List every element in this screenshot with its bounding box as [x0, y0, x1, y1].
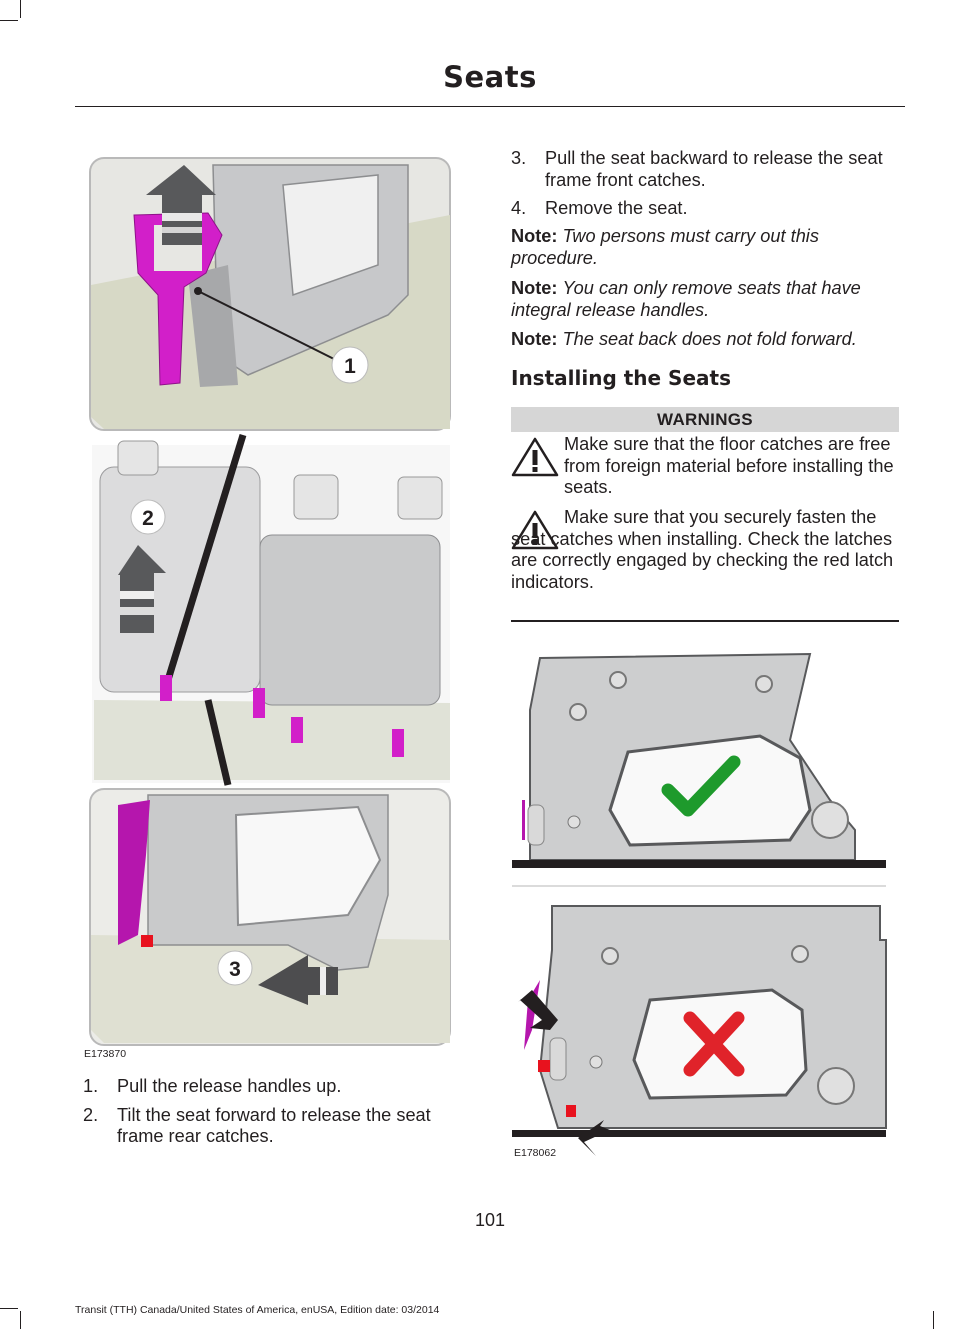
- section-heading: Installing the Seats: [511, 366, 731, 390]
- note-label: Note:: [511, 226, 558, 246]
- step-number: 3.: [511, 148, 527, 168]
- warning-text: Make sure that the floor catches are fre…: [564, 434, 894, 497]
- note-text: Two persons must carry out this procedur…: [511, 226, 819, 268]
- figure-code: E173870: [84, 1048, 127, 1060]
- step-text: Pull the release handles up.: [117, 1076, 342, 1096]
- header-rule: [75, 106, 905, 107]
- warnings-rule: [511, 620, 899, 622]
- note-text: You can only remove seats that have inte…: [511, 278, 861, 320]
- callout-3: 3: [229, 958, 241, 981]
- list-item: 3. Pull the seat backward to release the…: [511, 148, 901, 191]
- note-label: Note:: [511, 278, 558, 298]
- crop-mark: [933, 1311, 934, 1329]
- list-item: 1. Pull the release handles up.: [83, 1076, 473, 1098]
- note: Note: Two persons must carry out this pr…: [511, 226, 903, 269]
- crop-mark: [20, 1311, 21, 1329]
- warning-icon: [511, 437, 559, 477]
- latch-indicator-illustration: [512, 652, 887, 1156]
- step-number: 4.: [511, 198, 527, 218]
- crop-mark: [0, 1308, 18, 1309]
- warnings-bar: WARNINGS: [511, 407, 899, 432]
- list-item: 4. Remove the seat.: [511, 198, 901, 220]
- note: Note: The seat back does not fold forwar…: [511, 329, 903, 351]
- crop-mark: [0, 20, 18, 21]
- note-label: Note:: [511, 329, 558, 349]
- callout-2: 2: [142, 507, 154, 530]
- footer-text: Transit (TTH) Canada/United States of Am…: [75, 1304, 440, 1316]
- note: Note: You can only remove seats that hav…: [511, 278, 903, 321]
- step-text: Remove the seat.: [545, 198, 688, 218]
- left-step-list: 1. Pull the release handles up. 2. Tilt …: [83, 1076, 473, 1155]
- figure-code: E178062: [514, 1147, 557, 1159]
- list-item: 2. Tilt the seat forward to release the …: [83, 1105, 473, 1148]
- callout-1: 1: [344, 355, 356, 378]
- page-number: 101: [474, 1210, 506, 1230]
- warning-icon: [511, 510, 559, 550]
- page-title: Seats: [443, 60, 537, 94]
- seat-removal-illustration: 1 2 3: [89, 157, 451, 1046]
- step-text: Tilt the seat forward to release the sea…: [117, 1104, 431, 1147]
- step-text: Pull the seat backward to release the se…: [545, 148, 883, 190]
- step-number: 2.: [83, 1104, 99, 1125]
- step-number: 1.: [83, 1076, 99, 1096]
- warning-text: Make sure that you securely fasten the s…: [511, 507, 894, 592]
- note-text: The seat back does not fold forward.: [562, 329, 857, 349]
- crop-mark: [20, 0, 21, 18]
- right-step-list: 3. Pull the seat backward to release the…: [511, 148, 901, 227]
